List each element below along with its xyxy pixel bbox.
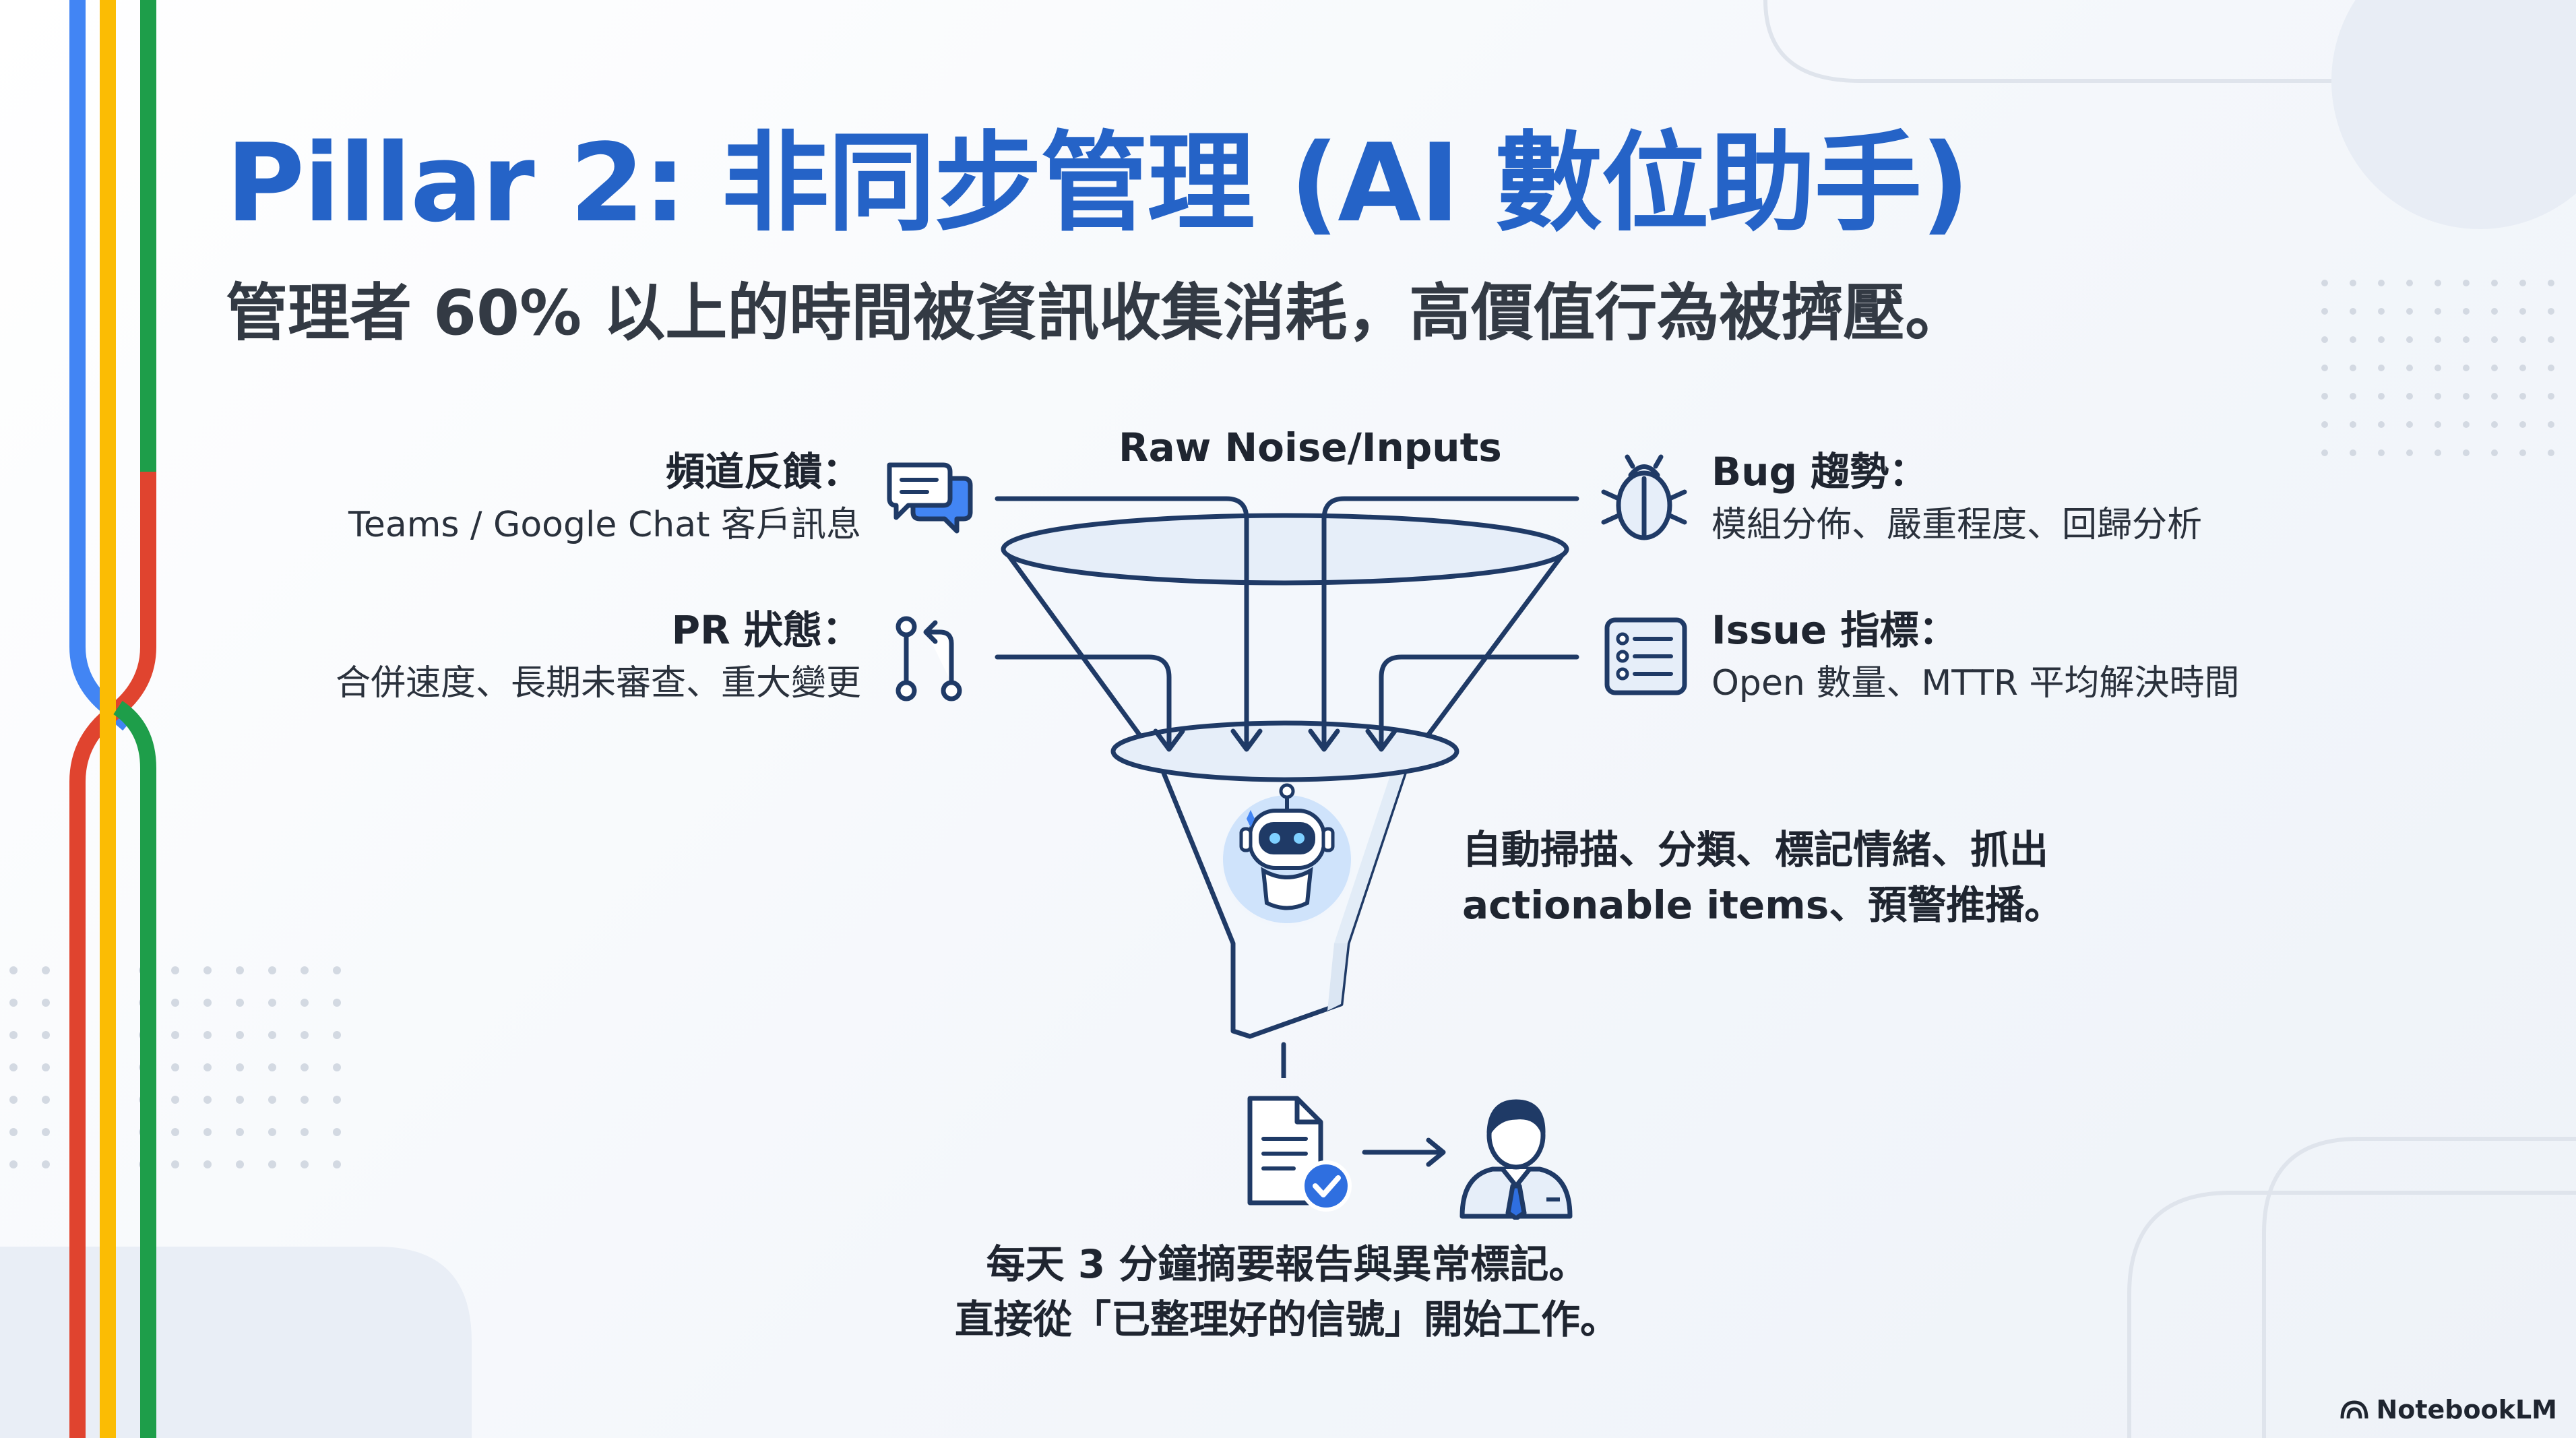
pull-request-icon — [896, 616, 962, 701]
input-heading: 頻道反饋： — [665, 449, 861, 495]
input-detail: 模組分佈、嚴重程度、回歸分析 — [1711, 505, 2203, 545]
input-bug-trend: Bug 趨勢： 模組分佈、嚴重程度、回歸分析 — [1711, 445, 2202, 551]
input-pr-status: PR 狀態： 合併速度、長期未審查、重大變更 — [336, 603, 861, 710]
input-heading: PR 狀態： — [671, 607, 861, 653]
result-line-2: 直接從「已整理好的信號」開始工作。 — [954, 1296, 1619, 1342]
input-detail: Open 數量、MTTR 平均解決時間 — [1711, 663, 2240, 704]
funnel-diagram — [995, 496, 1579, 1078]
bug-icon — [1601, 454, 1687, 540]
process-line-1: 自動掃描、分類、標記情緒、抓出 — [1462, 827, 2049, 873]
slide-title: Pillar 2: 非同步管理 (AI 數位助手) — [226, 120, 1970, 246]
slide-subtitle: 管理者 60% 以上的時間被資訊收集消耗，高價值行為被擠壓。 — [226, 277, 1968, 349]
output-flow — [1247, 1096, 1573, 1220]
brand-name: NotebookLM — [2376, 1395, 2557, 1425]
brand-mark: NotebookLM — [2339, 1395, 2557, 1425]
result-description: 每天 3 分鐘摘要報告與異常標記。 直接從「已整理好的信號」開始工作。 — [876, 1237, 1698, 1347]
result-line-1: 每天 3 分鐘摘要報告與異常標記。 — [986, 1241, 1588, 1287]
input-heading: Bug 趨勢： — [1711, 449, 1928, 495]
report-check-icon — [1247, 1096, 1352, 1212]
input-channel-feedback: 頻道反饋： Teams / Google Chat 客戶訊息 — [348, 445, 861, 551]
input-heading: Issue 指標： — [1711, 607, 1958, 653]
arrow-right-icon — [1362, 1137, 1446, 1167]
input-issue-metrics: Issue 指標： Open 數量、MTTR 平均解決時間 — [1711, 603, 2240, 710]
process-line-2: actionable items、預警推播。 — [1462, 882, 2064, 928]
input-detail: 合併速度、長期未審查、重大變更 — [335, 663, 861, 704]
process-description: 自動掃描、分類、標記情緒、抓出 actionable items、預警推播。 — [1462, 822, 2063, 933]
chat-bubbles-icon — [887, 462, 973, 534]
funnel-label: Raw Noise/Inputs — [1119, 425, 1502, 470]
list-icon — [1604, 617, 1687, 695]
color-stripes — [69, 0, 156, 1438]
notebooklm-logo-icon — [2340, 1400, 2368, 1419]
manager-icon — [1459, 1099, 1573, 1220]
robot-icon — [1223, 783, 1351, 923]
input-detail: Teams / Google Chat 客戶訊息 — [348, 505, 861, 545]
